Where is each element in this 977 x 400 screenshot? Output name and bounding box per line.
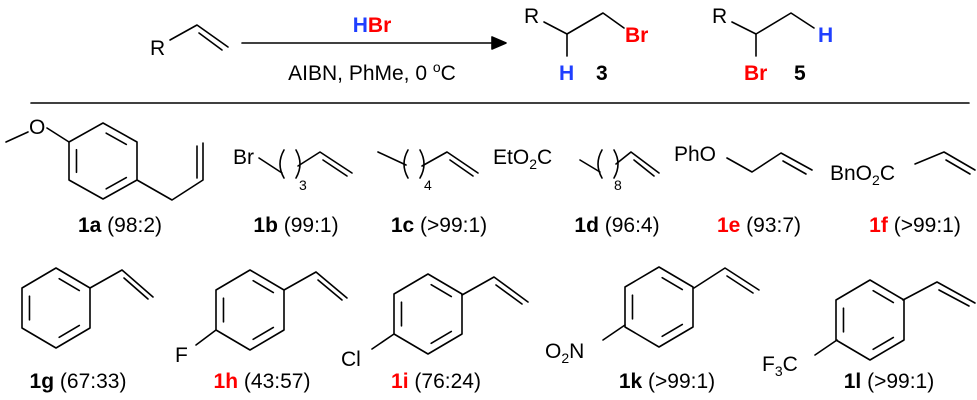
1i-ccl-bond	[371, 333, 395, 350]
1k-benzene-ring	[624, 266, 694, 348]
product-3-h: H	[559, 62, 574, 85]
1a-ring-double-bond	[105, 176, 128, 190]
1b-brackets	[279, 149, 301, 179]
1l-double-bond	[938, 289, 970, 307]
label-1l: 1l (>99:1)	[844, 370, 934, 393]
reagent-hbr: HBr	[353, 14, 392, 37]
1d-repeat: 8	[614, 177, 622, 193]
label-1b: 1b (99:1)	[253, 214, 338, 237]
1a-methyl-bond	[5, 131, 29, 143]
1b-bromo: Br	[233, 146, 254, 169]
1f-alkene	[914, 151, 976, 171]
product-5-number: 5	[794, 62, 806, 85]
1l-ccf3-bond	[814, 339, 838, 356]
1h-ring-double-bond	[252, 279, 275, 294]
1a-oxygen: O	[29, 116, 45, 139]
1b-chain	[258, 157, 283, 174]
1k-ring-double-bond	[661, 276, 684, 291]
label-1i: 1i (76:24)	[391, 370, 481, 393]
1e-phenoxy: PhO	[674, 143, 716, 166]
reactant-r-group: R	[150, 37, 165, 60]
1b-alkene	[297, 151, 353, 174]
1h-cf-bond	[195, 329, 217, 346]
1d-ester: EtO2C	[493, 146, 552, 172]
1i-ring-double-bond	[430, 283, 453, 298]
product-5-r: R	[712, 5, 727, 28]
1h-ring-double-bond	[252, 326, 275, 341]
label-1e: 1e (93:7)	[717, 214, 801, 237]
1c-alkene	[421, 151, 479, 174]
product-3-r: R	[524, 5, 539, 28]
reactant-alkene-bond	[169, 24, 229, 48]
label-1f: 1f (>99:1)	[869, 214, 961, 237]
1k-cn-bond	[602, 324, 626, 341]
arrow-head	[491, 36, 507, 50]
1b-repeat: 3	[299, 177, 307, 193]
product-3-br: Br	[625, 24, 648, 47]
1c-chain	[377, 151, 407, 166]
1k-vinyl	[693, 267, 760, 291]
1d-chain	[579, 159, 601, 173]
1g-vinyl	[89, 269, 154, 298]
1a-ring-double-bond	[105, 132, 128, 146]
product-5-h: H	[818, 24, 833, 47]
reaction-conditions: AIBN, PhMe, 0 oC	[288, 59, 456, 85]
1i-vinyl	[461, 276, 529, 303]
1l-ring-double-bond	[872, 289, 895, 304]
label-1h: 1h (43:57)	[214, 370, 311, 393]
1k-double-bond	[726, 275, 754, 294]
1e-double-bond	[782, 160, 807, 175]
1l-benzene-ring	[835, 279, 905, 361]
1g-ring-double-bond	[58, 324, 81, 339]
1g-benzene-ring	[21, 267, 91, 349]
1g-double-bond	[123, 277, 149, 300]
1b-double-bond	[322, 159, 348, 177]
1d-brackets	[597, 149, 619, 179]
1a-o-aryl-bond	[46, 127, 70, 143]
1k-ring-double-bond	[661, 323, 684, 338]
label-1c: 1c (>99:1)	[391, 214, 487, 237]
1h-vinyl	[283, 271, 348, 299]
reactant-double-bond	[198, 32, 223, 51]
1g-ring-double-bond	[58, 277, 81, 292]
label-1g: 1g (67:33)	[30, 370, 127, 393]
1d-double-bond	[633, 159, 655, 177]
1h-double-bond	[317, 279, 343, 301]
1h-benzene-ring	[215, 269, 285, 351]
1i-ring-double-bond	[430, 330, 453, 345]
1k-nitro: O2N	[545, 340, 584, 366]
label-1k: 1k (>99:1)	[619, 370, 715, 393]
1d-alkene	[615, 151, 660, 174]
product-5-chain	[731, 12, 815, 35]
1l-trifluoromethyl: F3C	[762, 353, 798, 379]
1f-ester: BnO2C	[830, 162, 895, 188]
1l-ring-double-bond	[872, 336, 895, 351]
1c-repeat: 4	[424, 177, 432, 193]
1a-benzene-ring	[68, 122, 138, 200]
1c-brackets	[403, 149, 425, 179]
1i-benzene-ring	[393, 273, 463, 355]
1e-chain	[726, 152, 813, 173]
label-1a: 1a (98:2)	[78, 214, 162, 237]
1a-allyl	[136, 142, 204, 201]
label-1d: 1d (96:4)	[574, 214, 659, 237]
1l-vinyl	[902, 281, 976, 304]
1i-double-bond	[495, 284, 523, 305]
product-5-br: Br	[744, 62, 767, 85]
product-3-number: 3	[596, 62, 608, 85]
1h-fluoro: F	[175, 344, 188, 367]
product-3-chain	[543, 12, 625, 35]
1c-double-bond	[449, 159, 474, 177]
1i-chloro: Cl	[341, 348, 361, 371]
1f-double-bond	[945, 159, 971, 175]
